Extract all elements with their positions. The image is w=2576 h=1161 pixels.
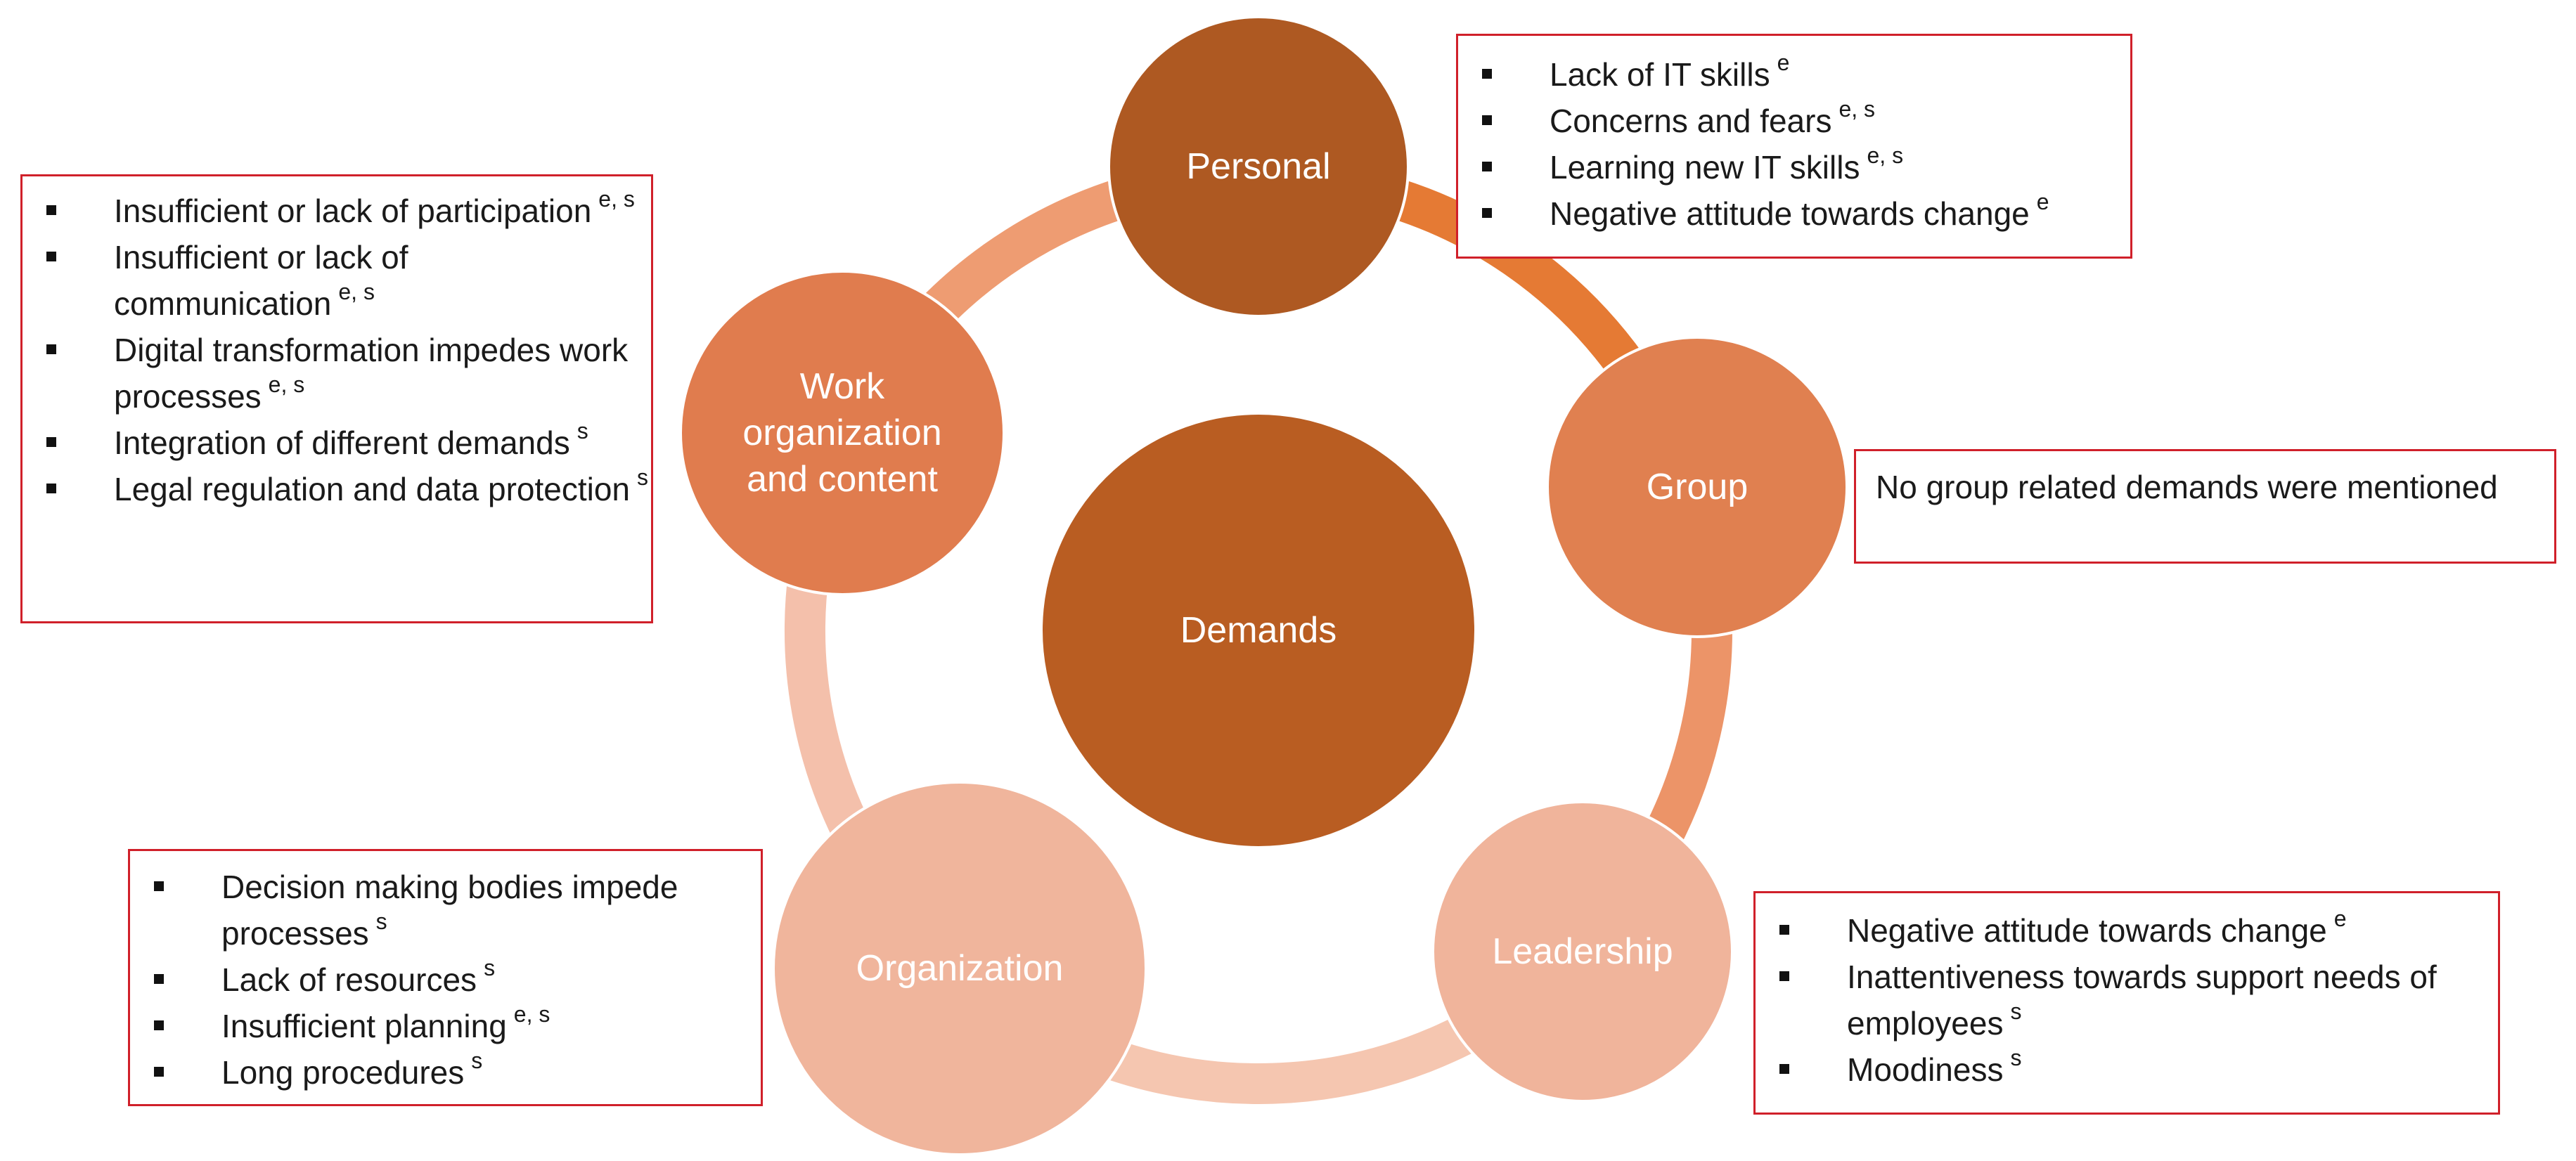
personal-demand-text: Lack of IT skills — [1550, 56, 1770, 93]
personal-node-circle — [1107, 15, 1410, 318]
leadership-demand-item: Inattentiveness towards support needs of… — [1756, 954, 2498, 1046]
group-node-label: Group — [1647, 467, 1749, 507]
leadership-demand-source-marker: s — [2010, 1045, 2022, 1070]
organization-demand-item: Lack of resources s — [130, 956, 761, 1003]
personal-demand-text: Concerns and fears — [1550, 103, 1832, 139]
leadership-demand-text: Moodiness — [1847, 1051, 2004, 1088]
leadership-node-label: Leadership — [1492, 931, 1673, 972]
leadership-demand-source-marker: s — [2010, 999, 2022, 1024]
leadership-node-label-line: Leadership — [1492, 931, 1673, 972]
leadership-demand-text: Negative attitude towards change — [1847, 912, 2327, 949]
personal-node-label: Personal — [1186, 146, 1330, 187]
work-node-circle — [679, 270, 1005, 596]
leadership-node-circle — [1431, 800, 1734, 1103]
leadership-demand-source-marker: e — [2333, 906, 2347, 931]
work-demand-item: Digital transformation impedes work proc… — [22, 327, 651, 420]
organization-node-circle — [772, 781, 1147, 1156]
work-demand-text: Insufficient or lack of participation — [114, 193, 592, 229]
organization-demand-text: Lack of resources — [221, 961, 477, 998]
personal-demand-text: Learning new IT skills — [1550, 149, 1860, 186]
work-demand-item: Integration of different demands s — [22, 420, 651, 466]
work-demand-source-marker: e, s — [598, 186, 635, 212]
work-demand-text: Insufficient or lack of communication — [114, 239, 408, 322]
organization-node-label-line: Organization — [856, 948, 1064, 989]
demands-center-circle — [1043, 415, 1474, 846]
work-node-label: Work organization and content — [742, 366, 941, 500]
organization-demand-source-marker: s — [471, 1048, 483, 1073]
work-demand-source-marker: e, s — [338, 279, 375, 304]
work-demand-source-marker: s — [637, 465, 649, 490]
personal-demand-item: Lack of IT skills e — [1458, 51, 2130, 98]
personal-node-label-line: Personal — [1186, 146, 1330, 187]
group-demands-text: No group related demands were mentioned — [1876, 469, 2498, 505]
work-node-label-line: and content — [747, 459, 938, 500]
work-demand-source-marker: s — [577, 418, 588, 443]
organization-demand-source-marker: e, s — [513, 1001, 550, 1027]
personal-demand-source-marker: e, s — [1867, 143, 1904, 168]
personal-demand-item: Learning new IT skills e, s — [1458, 144, 2130, 190]
organization-demand-text: Long procedures — [221, 1054, 465, 1091]
work-demand-text: Legal regulation and data protection — [114, 471, 631, 507]
work-demand-source-marker: e, s — [268, 372, 305, 397]
organization-demand-text: Insufficient planning — [221, 1008, 507, 1044]
group-demands-box: No group related demands were mentioned — [1854, 449, 2556, 564]
work-demand-text: Digital transformation impedes work proc… — [114, 332, 629, 415]
personal-demand-source-marker: e — [1777, 50, 1790, 75]
personal-demand-text: Negative attitude towards change — [1550, 195, 2030, 232]
organization-demand-text: Decision making bodies impede processes — [221, 869, 678, 952]
group-node-label-line: Group — [1647, 467, 1749, 507]
leadership-demand-text: Inattentiveness towards support needs of… — [1847, 959, 2437, 1042]
organization-demand-source-marker: s — [375, 909, 387, 934]
organization-node-label: Organization — [856, 948, 1064, 989]
organization-demand-source-marker: s — [484, 955, 496, 980]
group-node-circle — [1546, 336, 1848, 638]
personal-demand-source-marker: e, s — [1838, 96, 1876, 122]
work-node-label-line: organization — [742, 413, 941, 453]
personal-demand-source-marker: e — [2036, 189, 2049, 214]
demands-center-label: Demands — [1180, 610, 1337, 651]
work-demand-text: Integration of different demands — [114, 424, 570, 461]
work-node-label-line: Work — [800, 366, 885, 407]
